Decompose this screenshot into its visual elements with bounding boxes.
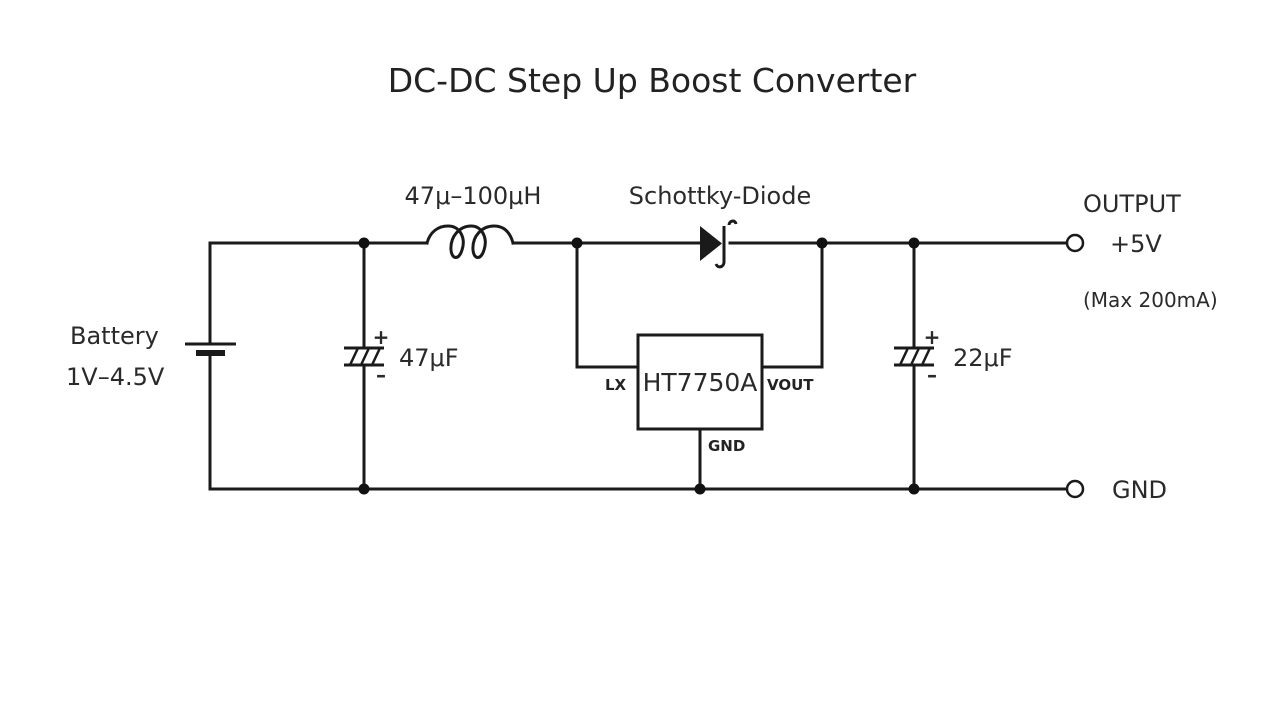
junction-dot bbox=[571, 237, 583, 249]
junction-dot bbox=[908, 237, 920, 249]
ic-pin-gnd: GND bbox=[708, 437, 745, 455]
output-capacitor-minus: – bbox=[927, 363, 937, 387]
input-capacitor-symbol bbox=[344, 346, 384, 367]
ground-terminal-label: GND bbox=[1112, 476, 1167, 504]
output-capacitor-plus: + bbox=[924, 325, 941, 349]
diode-label: Schottky-Diode bbox=[629, 182, 811, 210]
output-heading: OUTPUT bbox=[1083, 190, 1181, 218]
diagram-title: DC-DC Step Up Boost Converter bbox=[388, 61, 917, 100]
input-capacitor-value: 47μF bbox=[399, 344, 459, 372]
input-capacitor-minus: – bbox=[376, 363, 386, 387]
output-terminal-icon bbox=[1065, 233, 1085, 253]
wire-vout bbox=[760, 241, 824, 369]
ic-pin-vout: VOUT bbox=[767, 376, 814, 394]
ground-terminal-icon bbox=[1065, 479, 1085, 499]
output-voltage: +5V bbox=[1110, 230, 1162, 258]
inductor-value: 47μ–100μH bbox=[405, 182, 542, 210]
output-current-note: (Max 200mA) bbox=[1083, 288, 1218, 312]
ic-part-number: HT7750A bbox=[643, 368, 758, 397]
junction-dot bbox=[908, 483, 920, 495]
output-capacitor-value: 22μF bbox=[953, 344, 1013, 372]
diode-triangle bbox=[700, 226, 722, 261]
inductor-symbol bbox=[425, 224, 515, 259]
junction-dot bbox=[816, 237, 828, 249]
wires bbox=[208, 241, 1068, 491]
ic-pin-lx: LX bbox=[605, 376, 627, 394]
input-capacitor-plus: + bbox=[373, 325, 390, 349]
diode-schottky-bar bbox=[714, 219, 738, 269]
wire-lx bbox=[575, 241, 640, 369]
output-capacitor-symbol bbox=[894, 346, 934, 367]
junction-dot bbox=[694, 483, 706, 495]
junction-dot bbox=[358, 237, 370, 249]
battery-symbol bbox=[185, 342, 236, 356]
ic-body bbox=[636, 333, 764, 431]
junctions bbox=[358, 237, 920, 495]
junction-dot bbox=[358, 483, 370, 495]
schottky-diode-symbol bbox=[700, 219, 738, 269]
battery-label: Battery bbox=[70, 322, 159, 350]
battery-voltage: 1V–4.5V bbox=[66, 363, 165, 391]
